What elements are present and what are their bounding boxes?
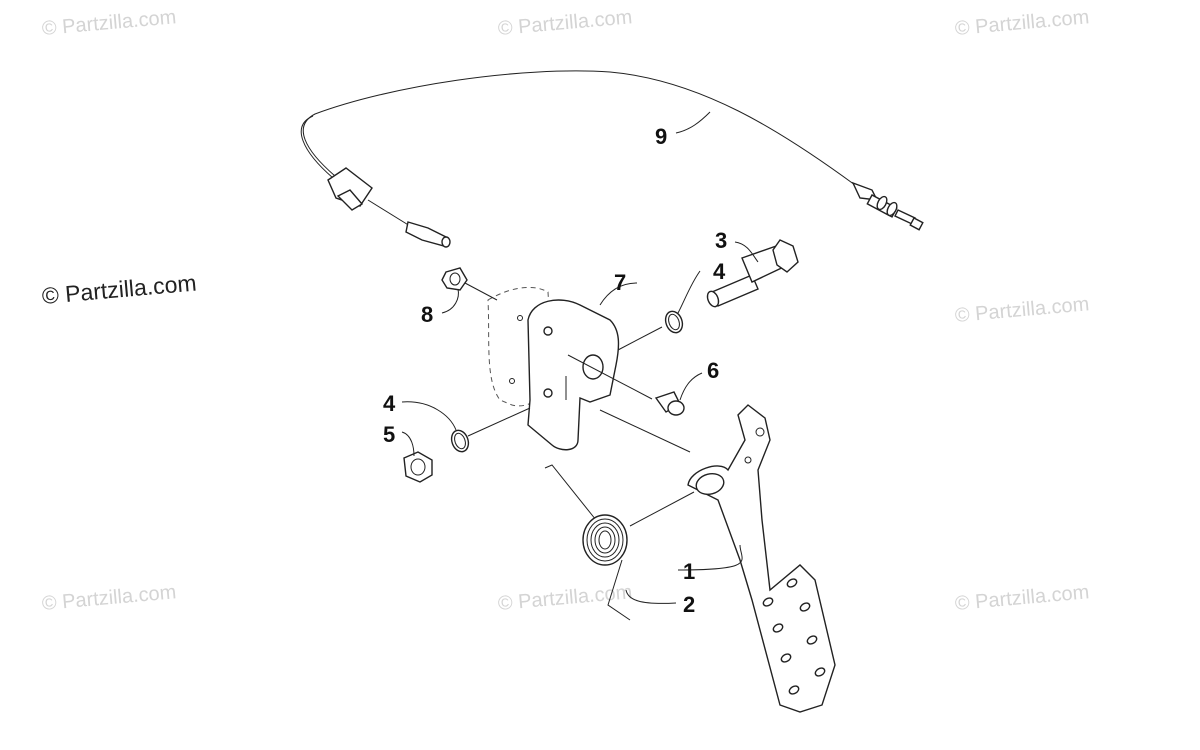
- accelerator-pedal[interactable]: [687, 404, 836, 713]
- callout-1: 1: [683, 559, 696, 584]
- throttle-cable[interactable]: [300, 70, 924, 248]
- leader-lines: [401, 111, 759, 604]
- torsion-spring[interactable]: [544, 464, 631, 621]
- callout-5: 5: [383, 422, 396, 447]
- pedal-bracket[interactable]: [487, 286, 620, 451]
- alignment-lines: [464, 282, 695, 527]
- shoulder-bolt[interactable]: [705, 239, 799, 308]
- flange-nut[interactable]: [403, 451, 433, 483]
- callout-9: 9: [655, 124, 668, 149]
- callout-4-upper: 4: [713, 259, 726, 284]
- clip-nut[interactable]: [441, 267, 468, 291]
- callout-6: 6: [707, 358, 720, 383]
- callout-7: 7: [614, 270, 627, 295]
- o-ring-upper[interactable]: [663, 309, 686, 335]
- callout-2: 2: [683, 592, 696, 617]
- callout-3: 3: [715, 228, 728, 253]
- o-ring-lower[interactable]: [449, 428, 472, 454]
- callout-8: 8: [421, 302, 434, 327]
- mounting-screw[interactable]: [654, 391, 685, 416]
- callout-4-lower: 4: [383, 391, 396, 416]
